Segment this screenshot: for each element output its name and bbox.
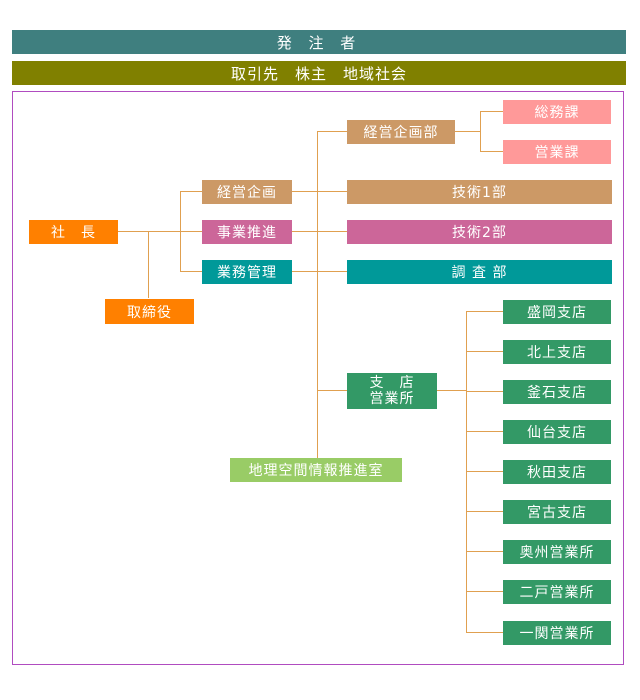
branch-box: 一関営業所: [503, 621, 611, 645]
director-box: 取締役: [105, 299, 194, 324]
branch-box: 奥州営業所: [503, 540, 611, 564]
division-operations-management: 業務管理: [202, 260, 292, 284]
branch-box: 釜石支店: [503, 380, 611, 404]
tech2-dept-box: 技術2部: [347, 220, 612, 244]
division-business-promotion: 事業推進: [202, 220, 292, 244]
branch-office-box: 支 店 営業所: [347, 373, 437, 409]
tech1-dept-box: 技術1部: [347, 180, 612, 204]
general-affairs-section-box: 総務課: [503, 100, 611, 124]
survey-dept-box: 調 査 部: [347, 260, 612, 284]
org-chart-frame: [12, 91, 624, 665]
president-box: 社 長: [29, 220, 118, 244]
branch-box: 北上支店: [503, 340, 611, 364]
partners-header: 取引先 株主 地域社会: [12, 61, 626, 85]
client-header: 発 注 者: [12, 30, 626, 54]
branch-box: 秋田支店: [503, 460, 611, 484]
gis-office-box: 地理空間情報推進室: [230, 458, 402, 482]
branch-box: 二戸営業所: [503, 580, 611, 604]
branch-box: 宮古支店: [503, 500, 611, 524]
branch-box: 盛岡支店: [503, 300, 611, 324]
branch-box: 仙台支店: [503, 420, 611, 444]
division-management-planning: 経営企画: [202, 180, 292, 204]
sales-section-box: 営業課: [503, 140, 611, 164]
management-planning-dept-box: 経営企画部: [347, 120, 455, 144]
